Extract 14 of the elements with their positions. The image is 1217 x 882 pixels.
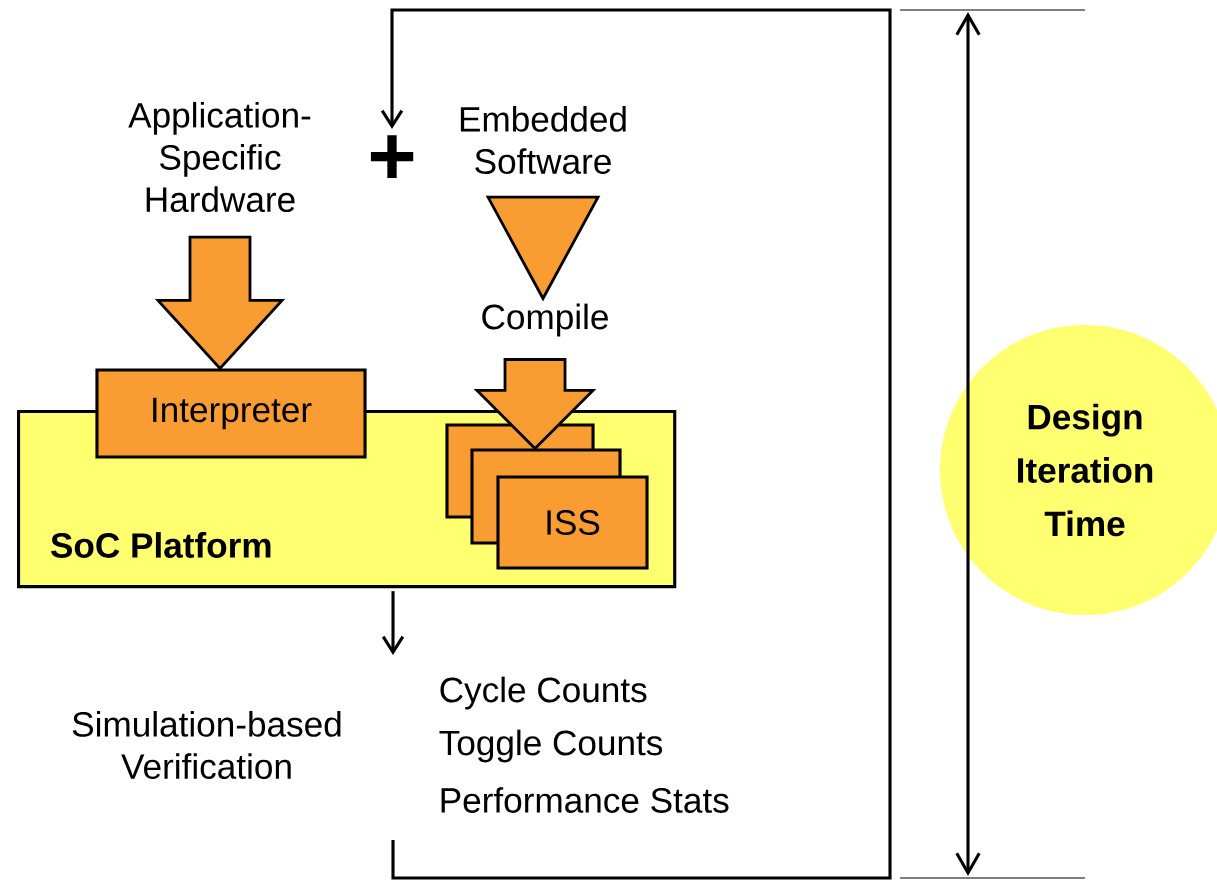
block-arrow: [154, 235, 286, 371]
iss-box: ISS: [496, 475, 649, 570]
text-label: Embedded Software: [460, 106, 626, 174]
block-arrow: [473, 358, 597, 451]
text-label: Application-Specific Hardware: [128, 101, 311, 213]
arrow: [381, 591, 405, 655]
result-label: Performance Stats: [441, 787, 729, 813]
result-label: Cycle Counts: [440, 676, 647, 710]
text-label: Compile: [482, 303, 608, 337]
interpreter-box: Interpreter: [95, 368, 367, 459]
feedback-arrow: [380, 8, 892, 880]
text-label: Simulation-based Verification: [72, 711, 341, 779]
result-label: Toggle Counts: [439, 729, 663, 763]
plus-sign: +: [370, 135, 414, 179]
